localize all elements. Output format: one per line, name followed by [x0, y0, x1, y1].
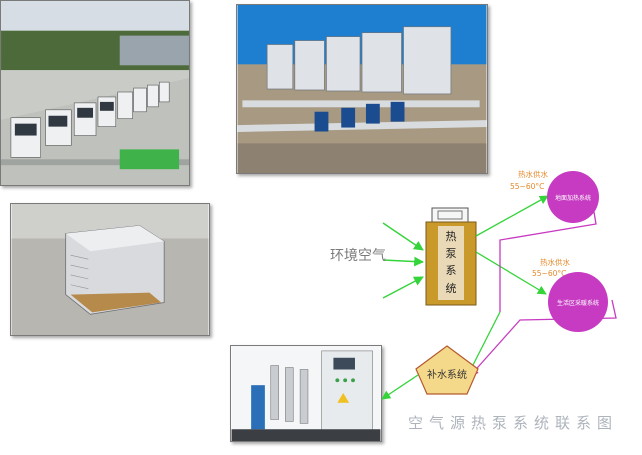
output-floor-temp-range: 55~60°C [510, 182, 544, 191]
output-floor-system-label: 地面加热系统 [555, 194, 591, 202]
heat-pump-unit-fan-slot [437, 210, 463, 220]
flow-line-to-domestic-system [475, 251, 547, 295]
flow-lines-green [381, 195, 549, 400]
air-arrow-bottom [382, 276, 424, 299]
diagram-caption: 空气源热泵系统联系图 [408, 414, 619, 432]
heat-pump-unit-top-box [431, 207, 469, 223]
unit-label-char-2: 泵 [446, 247, 457, 260]
photo-water-supply-cabinet [230, 345, 382, 442]
photo-single-unit [10, 203, 210, 336]
water-supply-label: 补水系统 [427, 368, 467, 381]
photo-rooftop-units-row [0, 0, 190, 186]
unit-label-char-3: 系 [446, 264, 457, 277]
air-arrow-top [382, 222, 424, 251]
output-domestic-system-circle [548, 272, 608, 332]
flow-line-to-floor-system [475, 195, 549, 237]
output-domestic-temp-range: 55~60°C [532, 269, 566, 278]
photo-rooftop-units-row-image [1, 1, 189, 185]
photo-plant-pumps [236, 4, 488, 174]
unit-label-char-4: 统 [446, 282, 457, 295]
flow-line-return [472, 311, 501, 366]
output-floor-temp-title: 热水供水 [518, 169, 548, 179]
output-domestic-temp-title: 热水供水 [540, 257, 570, 267]
water-supply-pentagon [415, 345, 479, 395]
air-input-label: 环境空气 [330, 248, 386, 264]
output-domestic-system-label: 生活区采暖系统 [557, 299, 599, 307]
photo-plant-pumps-image [237, 5, 487, 173]
unit-label-char-1: 热 [446, 230, 457, 243]
output-floor-system-circle [547, 171, 599, 223]
heat-pump-unit: 热 泵 系 统 [425, 207, 477, 306]
air-input-arrows [382, 222, 424, 299]
photo-water-supply-cabinet-image [231, 346, 381, 441]
air-arrow-middle [382, 256, 424, 267]
heat-pump-unit-label-panel [438, 226, 464, 300]
flow-line-to-cabinet [381, 374, 419, 400]
photo-single-unit-image [11, 204, 209, 335]
